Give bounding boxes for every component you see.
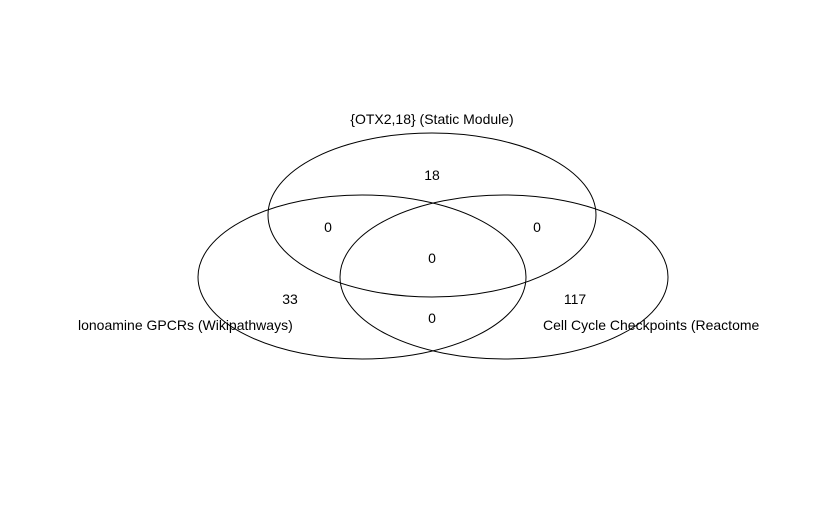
region-top-only-count: 18 — [424, 167, 440, 183]
set-top-circle — [267, 132, 597, 298]
region-all-three-count: 0 — [428, 250, 436, 266]
set-left-label: lonoamine GPCRs (Wikipathways) — [78, 317, 293, 333]
set-top-label: {OTX2,18} (Static Module) — [350, 111, 513, 127]
set-right-label: Cell Cycle Checkpoints (Reactome — [543, 317, 760, 333]
region-right-only-count: 117 — [564, 291, 587, 307]
region-left-only-count: 33 — [282, 291, 298, 307]
set-right-circle — [339, 194, 669, 360]
region-top-right-count: 0 — [533, 219, 541, 235]
set-left-circle — [197, 194, 527, 360]
region-left-right-count: 0 — [428, 310, 436, 326]
region-top-left-count: 0 — [324, 219, 332, 235]
